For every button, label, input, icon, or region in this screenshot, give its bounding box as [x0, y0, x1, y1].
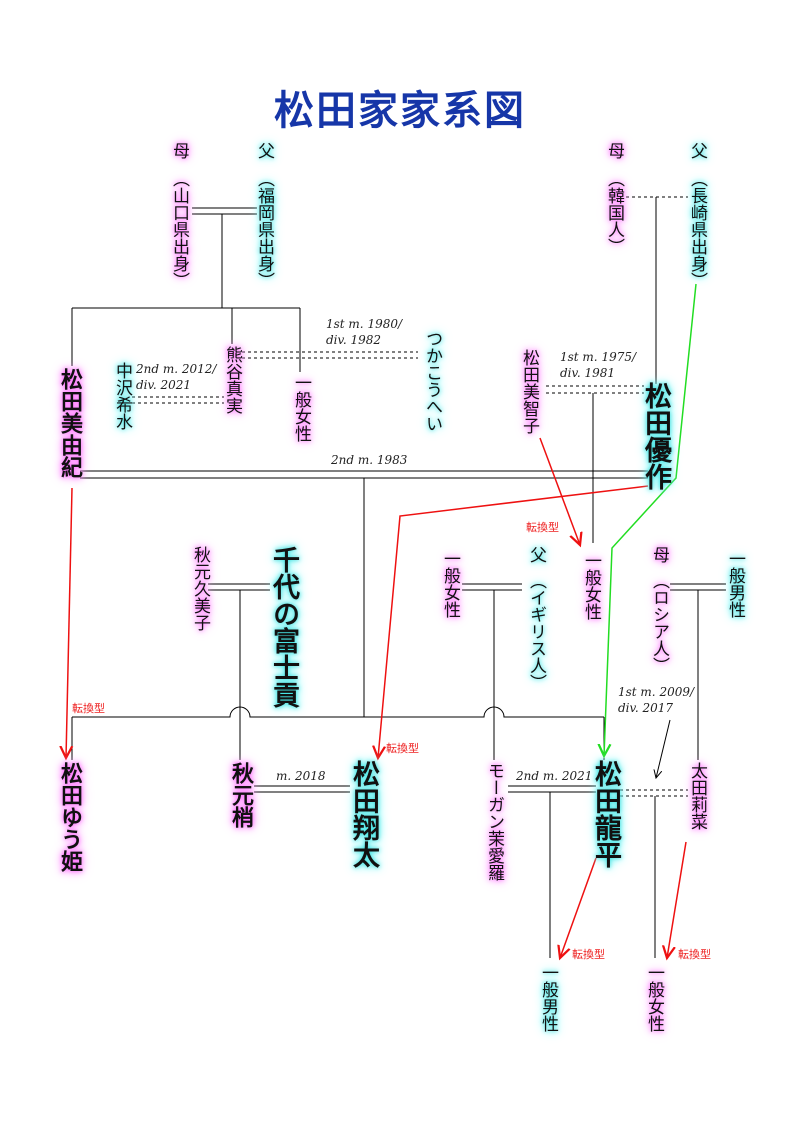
person-nakazawa: 中沢希水 [112, 362, 132, 430]
page-title: 松田家家系図 [274, 87, 526, 134]
arrow-father-to-ryuhei [604, 283, 697, 756]
person-miyuki: 松田美由紀 [57, 368, 82, 478]
person-child-male: 一般男性 [538, 964, 558, 1032]
person-ippan-female-3: 一般女性 [581, 552, 601, 620]
transition-label-5: 転換型 [678, 948, 711, 961]
person-yuki: 松田ゆう姫 [57, 762, 82, 872]
father-uk-origin: （イギリス人） [526, 572, 546, 691]
arrow-rina-to-child [667, 841, 687, 958]
arrow-miyuki-to-yuki [66, 487, 72, 758]
person-akimoto-kumiko: 秋元久美子 [190, 546, 210, 631]
person-chiyonofuji: 千代の富士貢 [268, 546, 299, 708]
father-right: 父 [687, 142, 707, 159]
note-nakazawa-marriage-line-1: 2nd m. 2012/ [136, 362, 217, 376]
note-morgan-ryuhei-marriage: 2nd m. 2021 [516, 769, 593, 783]
father-right-origin: （長崎県出身） [687, 170, 707, 289]
note-arrow [656, 719, 671, 778]
note-michiko-marriage-line-2: div. 1981 [560, 366, 616, 381]
transition-label-1: 転換型 [72, 702, 105, 715]
mother-ru: 母 [649, 546, 669, 563]
note-kozue-shota-marriage: m. 2018 [276, 769, 326, 783]
person-child-female: 一般女性 [644, 964, 664, 1032]
arrow-michiko-to-child [539, 437, 580, 545]
transition-label-4: 転換型 [572, 948, 605, 961]
person-tsuka: つかこうへい [422, 330, 442, 432]
mother-right: 母 [604, 142, 624, 159]
note-nakazawa-marriage-line-2: div. 2021 [136, 378, 192, 393]
mother-left-origin: （山口県出身） [169, 170, 189, 289]
children-bar [72, 706, 604, 718]
father-uk: 父 [526, 546, 546, 563]
father-left: 父 [254, 142, 274, 159]
person-michiko: 松田美智子 [519, 349, 539, 434]
note-ryuhei-rina-marriage: 1st m. 2009/ div. 2017 [618, 684, 694, 716]
mother-right-origin: （韓国人） [604, 170, 624, 255]
note-miyuki-yusaku-marriage: 2nd m. 1983 [331, 453, 408, 467]
person-ippan-female-2: 一般女性 [440, 550, 460, 618]
note-michiko-marriage: 1st m. 1975/ div. 1981 [560, 349, 636, 381]
note-tsuka-marriage: 1st m. 1980/ div. 1982 [326, 316, 402, 348]
person-ippan-female-1: 一般女性 [291, 374, 311, 442]
person-shota: 松田翔太 [348, 760, 379, 868]
person-ryuhei: 松田龍平 [590, 760, 621, 868]
mother-left: 母 [169, 142, 189, 159]
arrow-yusaku-to-shota [378, 485, 649, 758]
person-akimoto-kozue: 秋元梢 [228, 762, 253, 828]
note-michiko-marriage-line-1: 1st m. 1975/ [560, 350, 637, 364]
transition-label-3: 転換型 [526, 521, 559, 534]
person-ota-rina: 太田莉菜 [687, 762, 707, 830]
person-morgan: モーガン茉愛羅 [484, 762, 504, 881]
note-ryuhei-rina-marriage-line-2: div. 2017 [618, 701, 674, 716]
person-ippan-male-1: 一般男性 [725, 550, 745, 618]
note-nakazawa-marriage: 2nd m. 2012/ div. 2021 [136, 361, 216, 393]
mother-ru-origin: （ロシア人） [649, 572, 669, 674]
note-ryuhei-rina-marriage-line-1: 1st m. 2009/ [618, 685, 695, 699]
note-tsuka-marriage-line-1: 1st m. 1980/ [326, 317, 403, 331]
person-yusaku: 松田優作 [640, 382, 671, 490]
father-left-origin: （福岡県出身） [254, 170, 274, 289]
arrow-ryuhei-to-child [560, 857, 597, 958]
transition-label-2: 転換型 [386, 742, 419, 755]
note-tsuka-marriage-line-2: div. 1982 [326, 333, 382, 348]
person-kumagai: 熊谷真実 [222, 346, 242, 414]
